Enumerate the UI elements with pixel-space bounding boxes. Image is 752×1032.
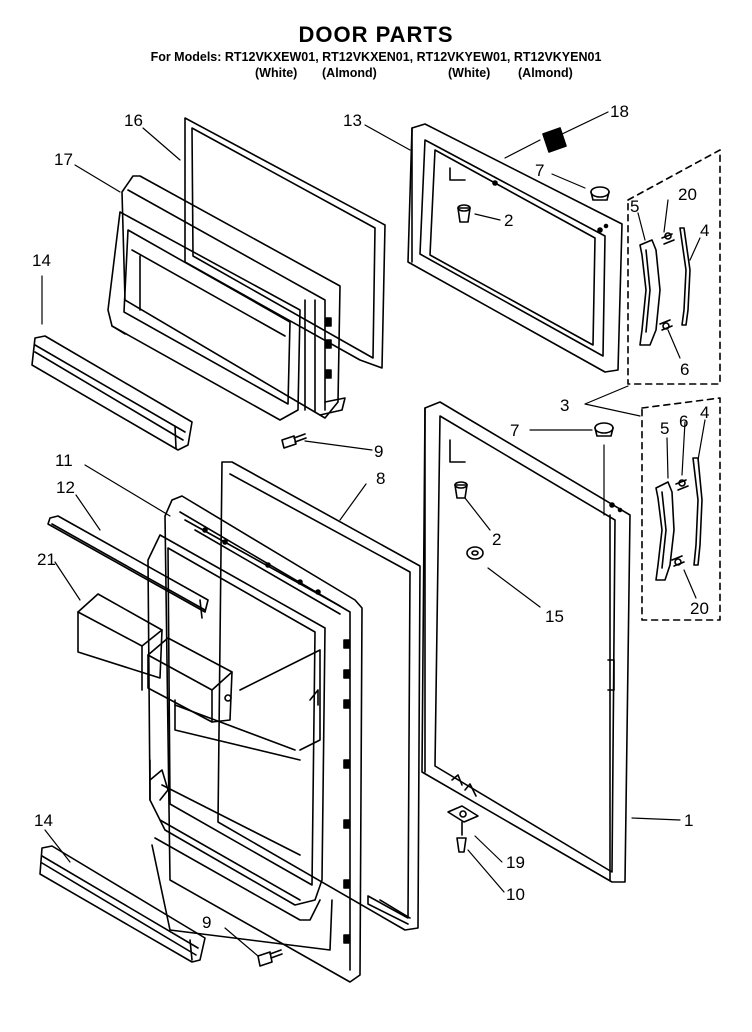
callout-21: 21 [37, 550, 56, 569]
callout-13: 13 [343, 111, 362, 130]
callout-16: 16 [124, 111, 143, 130]
plug-2-lower [454, 481, 468, 499]
door-bins-21 [77, 593, 233, 723]
callout-3: 3 [560, 396, 569, 415]
callout-4-upper: 4 [700, 221, 709, 240]
callout-5-lower: 5 [660, 419, 669, 438]
fresh-food-gasket [217, 461, 421, 931]
callout-2-upper: 2 [504, 211, 513, 230]
handle-lower [655, 457, 703, 581]
callout-1: 1 [684, 811, 693, 830]
label-part-18 [542, 127, 567, 153]
callout-14-upper: 14 [32, 251, 51, 270]
fresh-food-outer-door [421, 401, 631, 883]
callout-15: 15 [545, 607, 564, 626]
freezer-outer-door [407, 123, 623, 373]
callout-14-lower: 14 [34, 811, 53, 830]
freezer-door-liner [107, 175, 346, 421]
callout-20-upper: 20 [678, 185, 697, 204]
callout-2-lower: 2 [492, 530, 501, 549]
finish-label-3: (White) [448, 66, 491, 80]
door-trim-upper [31, 335, 193, 451]
handle-kit-box-lower [641, 397, 721, 621]
plug-2-upper [457, 204, 471, 223]
callout-6-lower: 6 [679, 412, 688, 431]
hinge-19 [447, 805, 479, 836]
handle-kit-box-upper [627, 149, 721, 385]
callout-numbers: 16 17 14 13 18 7 2 20 5 4 6 3 9 11 12 8 … [32, 102, 709, 932]
callout-4-lower: 4 [700, 403, 709, 422]
freezer-gasket [184, 117, 386, 369]
callout-11: 11 [55, 451, 73, 470]
screw-9-lower [257, 949, 283, 967]
callout-10: 10 [506, 885, 525, 904]
handle-upper [639, 227, 691, 346]
callout-5-upper: 5 [630, 197, 639, 216]
callout-20-lower: 20 [690, 599, 709, 618]
button-7-upper [590, 186, 610, 201]
callout-8: 8 [376, 469, 385, 488]
door-shelf-12 [47, 515, 209, 619]
button-7-lower [594, 422, 614, 437]
models-line: For Models: RT12VKXEW01, RT12VKXEN01, RT… [150, 50, 602, 64]
part-15 [466, 546, 484, 560]
screw-10 [456, 837, 467, 853]
callout-7-upper: 7 [535, 161, 544, 180]
diagram-header: DOOR PARTS For Models: RT12VKXEW01, RT12… [0, 22, 752, 64]
finish-label-4: (Almond) [518, 66, 573, 80]
fresh-food-door-liner [147, 495, 363, 983]
screw-9-upper [281, 433, 307, 449]
callout-18: 18 [610, 102, 629, 121]
callout-7-lower: 7 [510, 421, 519, 440]
callout-9-upper: 9 [374, 442, 383, 461]
finish-label-2: (Almond) [322, 66, 377, 80]
callout-19: 19 [506, 853, 525, 872]
diagram-title: DOOR PARTS [298, 22, 454, 47]
finish-label-1: (White) [255, 66, 298, 80]
door-trim-lower [39, 845, 206, 963]
callout-17: 17 [54, 150, 73, 169]
leader-lines [41, 111, 706, 957]
callout-6-upper: 6 [680, 360, 689, 379]
callout-12: 12 [56, 478, 75, 497]
callout-9-lower: 9 [202, 913, 211, 932]
